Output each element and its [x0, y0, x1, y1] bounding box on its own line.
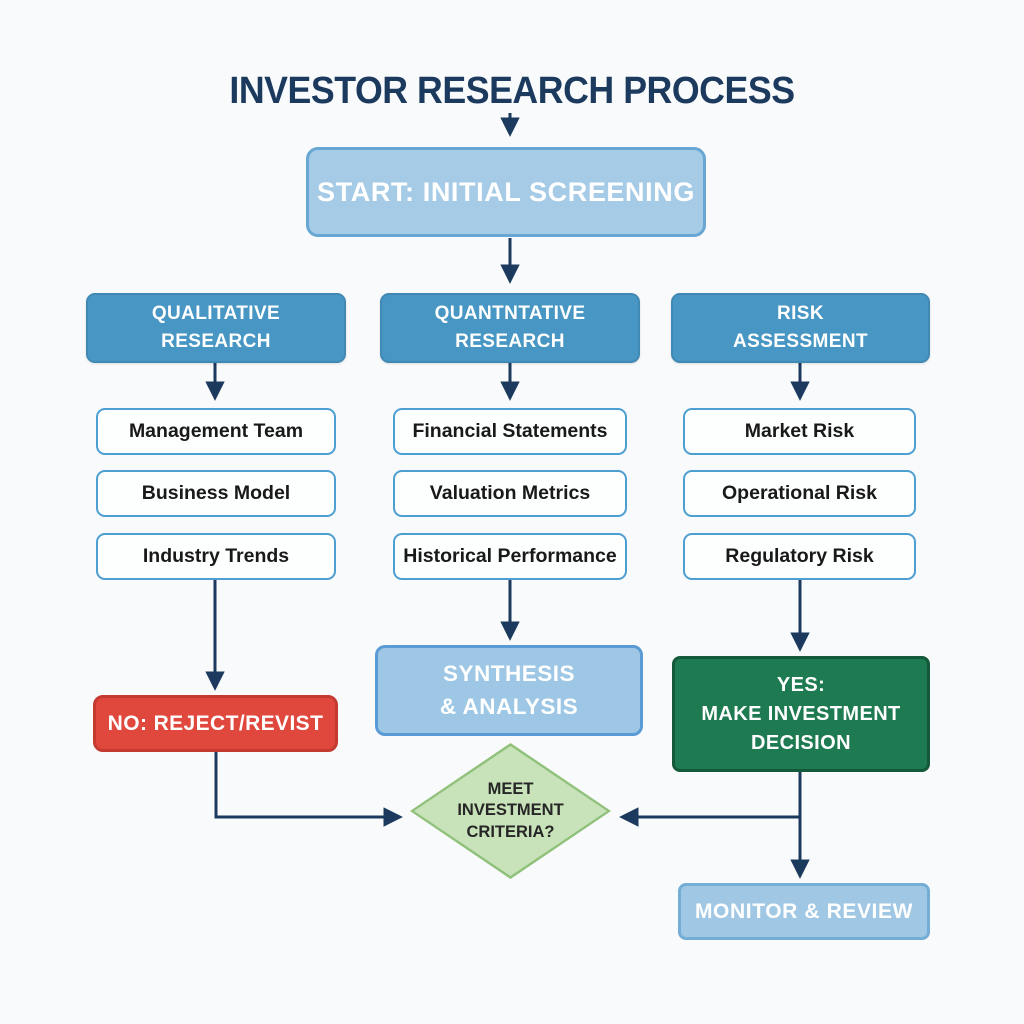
- node-make-investment-decision: YES: MAKE INVESTMENT DECISION: [672, 656, 930, 772]
- node-historical-performance: Historical Performance: [393, 533, 627, 580]
- node-management-team: Management Team: [96, 408, 336, 455]
- node-regulatory-risk: Regulatory Risk: [683, 533, 916, 580]
- node-synthesis-analysis: SYNTHESIS & ANALYSIS: [375, 645, 643, 736]
- node-business-model: Business Model: [96, 470, 336, 517]
- header-quantitative-research: QUANTNTATIVE RESEARCH: [380, 293, 640, 363]
- header-qualitative-research: QUALITATIVE RESEARCH: [86, 293, 346, 363]
- flowchart-title: INVESTOR RESEARCH PROCESS: [229, 70, 795, 112]
- arrow-reject-to-criteria: [214, 752, 403, 827]
- header-risk-assessment: RISK ASSESSMENT: [671, 293, 930, 363]
- start-node: START: INITIAL SCREENING: [306, 147, 706, 237]
- node-financial-statements: Financial Statements: [393, 408, 627, 455]
- node-reject-revisit: NO: REJECT/REVIST: [93, 695, 338, 752]
- node-monitor-review: MONITOR & REVIEW: [678, 883, 930, 940]
- node-market-risk: Market Risk: [683, 408, 916, 455]
- node-industry-trends: Industry Trends: [96, 533, 336, 580]
- node-valuation-metrics: Valuation Metrics: [393, 470, 627, 517]
- node-operational-risk: Operational Risk: [683, 470, 916, 517]
